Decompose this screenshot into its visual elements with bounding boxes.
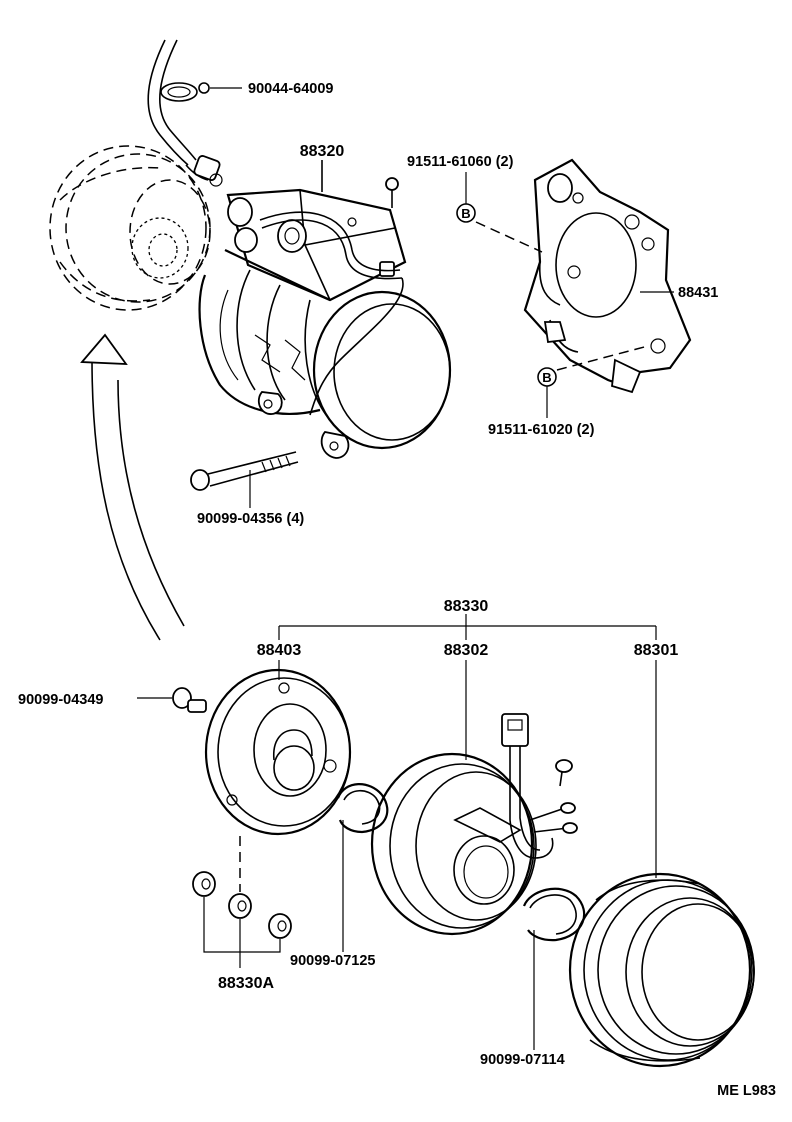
wire-connector (193, 155, 223, 187)
svg-text:B: B (542, 370, 551, 385)
snap-ring-stator-part (336, 783, 389, 952)
plate-bolt-part (137, 687, 207, 713)
label-compressor: 88320 (300, 143, 345, 160)
label-bracket-bolt-lower: 91511-61020 (2) (488, 422, 595, 438)
ref-marker-b-lower: B (537, 367, 557, 387)
mounting-bolt-part (190, 451, 299, 508)
stator-part (370, 660, 578, 936)
clutch-group-bracket (278, 614, 657, 640)
label-bracket-bolt-upper: 91511-61060 (2) (407, 154, 514, 170)
label-bracket: 88431 (678, 285, 718, 301)
bracket-part (523, 158, 692, 394)
label-clutch-assembly: 88330 (444, 598, 489, 615)
svg-text:B: B (461, 206, 470, 221)
label-pulley: 88301 (634, 642, 679, 659)
snap-ring-pulley-part (522, 887, 586, 1050)
compressor-pulley-hidden (49, 145, 211, 311)
label-snap-ring-pulley: 90099-07114 (480, 1052, 565, 1068)
label-shims: 88330A (218, 975, 274, 992)
stator-connector (501, 713, 529, 747)
pressure-plate-part (204, 660, 352, 836)
compressor-body (198, 160, 452, 459)
label-plate-bolt: 90099-04349 (18, 692, 103, 708)
label-wire-clamp: 90044-64009 (248, 81, 333, 97)
small-screw-upper (385, 177, 399, 208)
pulley-part (568, 660, 755, 1068)
label-pressure-plate: 88403 (257, 642, 302, 659)
label-stator: 88302 (444, 642, 489, 659)
small-screw-lower (555, 759, 573, 787)
label-snap-ring-stator: 90099-07125 (290, 953, 375, 969)
wire-clamp-part (160, 82, 242, 102)
leader-b-upper-to-bracket (475, 221, 543, 253)
label-mounting-bolt: 90099-04356 (4) (197, 511, 304, 527)
shims-part (192, 871, 292, 968)
drawing-code: ME L983 (717, 1083, 776, 1099)
ref-marker-b-upper: B (456, 203, 476, 223)
assembly-arrow-icon (80, 333, 185, 641)
